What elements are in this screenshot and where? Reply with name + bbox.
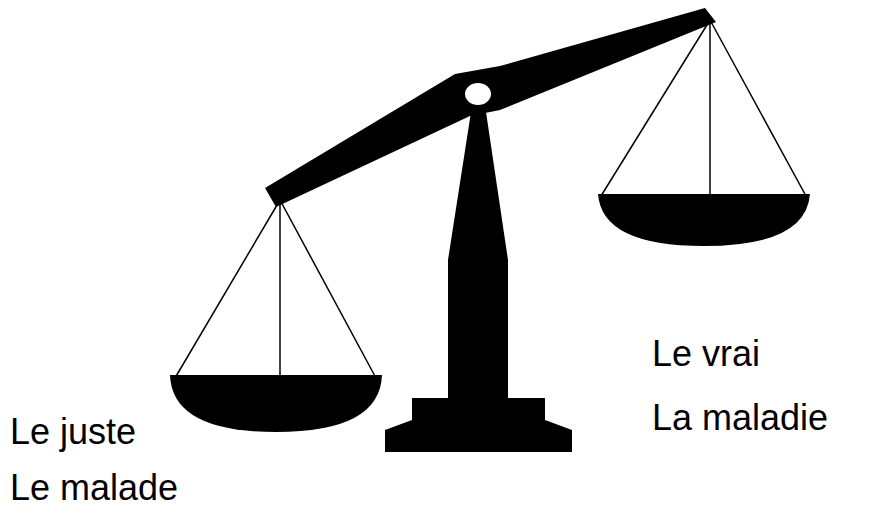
- scale-post: [448, 112, 508, 400]
- string: [175, 200, 280, 378]
- right-pan: [598, 194, 810, 246]
- string: [709, 20, 711, 196]
- scale-beam: [265, 8, 716, 207]
- string: [280, 200, 376, 378]
- pan-label: Le malade: [10, 466, 178, 509]
- string: [279, 200, 281, 378]
- scale-base: [385, 398, 572, 452]
- pan-label: La maladie: [652, 396, 828, 439]
- left-pan: [170, 375, 382, 432]
- pivot: [465, 83, 491, 105]
- pan-label: Le vrai: [652, 332, 760, 375]
- pan-label: Le juste: [10, 410, 136, 453]
- string: [710, 20, 806, 196]
